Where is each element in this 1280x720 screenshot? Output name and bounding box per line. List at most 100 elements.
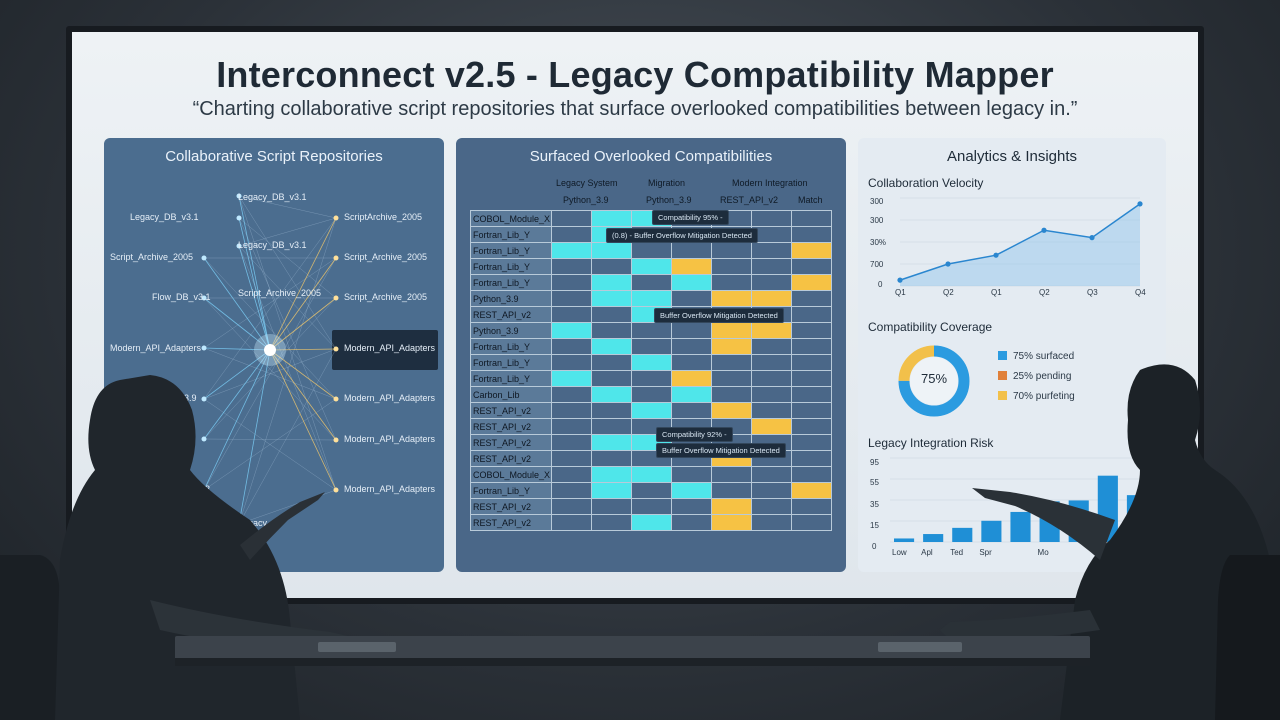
highlighted-node-box[interactable]: [332, 330, 438, 370]
risk-y-tick: 55: [870, 478, 879, 487]
coverage-center-label: 75%: [920, 371, 948, 386]
matrix-panel-title: Surfaced Overlooked Compatibilities: [529, 148, 773, 165]
network-node-label: Script_Archive_2005: [344, 252, 428, 262]
tooltip-buffer-overflow-1: (0.8) - Buffer Overflow Mitigation Detec…: [606, 228, 758, 243]
network-edge: [238, 245, 271, 351]
network-edge: [269, 349, 337, 400]
risk-y-tick: 0: [872, 542, 877, 551]
network-node: [333, 255, 339, 261]
matrix-cell-match[interactable]: [631, 258, 672, 275]
matrix-cell-partial[interactable]: [751, 322, 792, 339]
matrix-cell-match[interactable]: [591, 338, 632, 355]
network-node: [333, 295, 339, 301]
network-edge: [269, 297, 337, 351]
velocity-x-tick: Q2: [1039, 288, 1050, 297]
network-edge: [238, 217, 271, 351]
network-node-label: Modern_API_Adapters: [110, 343, 202, 353]
matrix-cell-partial[interactable]: [711, 338, 752, 355]
matrix-header-python-2: Python_3.9: [646, 195, 692, 205]
network-node: [333, 215, 339, 221]
network-edge: [203, 398, 337, 491]
matrix-row: REST_API_v2: [470, 450, 832, 467]
risk-title: Legacy Integration Risk: [868, 436, 994, 450]
matrix-cell[interactable]: [791, 514, 832, 531]
analytics-panel: Analytics & Insights Collaboration Veloc…: [858, 138, 1166, 572]
matrix-row: REST_API_v2: [470, 402, 832, 419]
matrix-panel: Surfaced Overlooked Compatibilities Lega…: [456, 138, 846, 572]
velocity-x-tick: Q3: [1087, 288, 1098, 297]
laptop-left: [318, 642, 396, 652]
matrix-cell-partial[interactable]: [711, 322, 752, 339]
velocity-y-tick: 300: [870, 197, 884, 206]
matrix-cell-match[interactable]: [551, 370, 592, 387]
network-node-label: Modern_API_Adapters: [344, 393, 436, 403]
matrix-row: Fortran_Lib_Y: [470, 482, 832, 499]
network-node: [333, 437, 339, 443]
coverage-legend-item: 75% surfaced: [998, 351, 1074, 362]
network-edge: [203, 297, 271, 351]
velocity-point: [945, 261, 951, 267]
matrix-cell-match[interactable]: [631, 514, 672, 531]
matrix-row-label: REST_API_v2: [470, 418, 552, 435]
network-edge: [269, 349, 337, 441]
matrix-cell-match[interactable]: [591, 434, 632, 451]
network-edge: [238, 195, 337, 350]
matrix-row: COBOL_Module_X: [470, 466, 832, 483]
matrix-row-label: Python_3.9: [470, 322, 552, 339]
matrix-cell-partial[interactable]: [791, 274, 832, 291]
matrix-header-match: Match: [798, 195, 823, 205]
matrix-cell-match[interactable]: [631, 466, 672, 483]
velocity-x-tick: Q1: [895, 288, 906, 297]
network-node: [333, 396, 339, 402]
legend-label: 70% purfeting: [1013, 391, 1075, 402]
network-node: [201, 396, 207, 402]
matrix-cell-partial[interactable]: [711, 514, 752, 531]
matrix-row: REST_API_v2: [470, 514, 832, 531]
network-node: [236, 215, 242, 221]
matrix-header-migration: Migration: [648, 178, 686, 188]
network-node: [333, 487, 339, 493]
network-node: [201, 436, 207, 442]
matrix-row-label: Fortran_Lib_Y: [470, 242, 552, 259]
network-node: [236, 243, 242, 249]
network-node-label: Legacy_DB_v3.1: [130, 212, 199, 222]
risk-bar: [952, 527, 973, 542]
velocity-area: [900, 203, 1140, 286]
coverage-legend-item: 25% pending: [998, 371, 1071, 382]
network-node: [201, 295, 207, 301]
tooltip-buffer-overflow-2: Buffer Overflow Mitigation Detected: [654, 308, 784, 323]
matrix-cell-partial[interactable]: [671, 258, 712, 275]
network-node-label: Script_Archive_2005: [238, 288, 322, 298]
network-node-label: Modern_API_Adapters: [344, 484, 436, 494]
matrix-cell-partial[interactable]: [791, 482, 832, 499]
left-chair: [0, 555, 60, 720]
velocity-point: [897, 277, 903, 283]
matrix-cell-partial[interactable]: [671, 370, 712, 387]
matrix-cell-match[interactable]: [631, 402, 672, 419]
legend-swatch: [998, 351, 1007, 360]
network-node: [201, 345, 207, 351]
velocity-title: Collaboration Velocity: [868, 176, 984, 190]
network-edge: [203, 347, 337, 400]
network-edge: [203, 297, 337, 441]
risk-bar: [923, 534, 944, 542]
network-edge: [203, 348, 337, 400]
network-edge: [238, 348, 337, 525]
risk-x-tick: Low: [892, 548, 907, 557]
network-node-label: Script_Archive_2005: [110, 252, 194, 262]
velocity-x-tick: Q1: [991, 288, 1002, 297]
network-node-label: Legacy_DB_v3.1: [238, 192, 307, 202]
matrix-row-label: Fortran_Lib_Y: [470, 370, 552, 387]
network-edge: [203, 438, 337, 441]
donut-slice: [898, 345, 970, 417]
network-edge: [238, 245, 337, 350]
tooltip-compatibility-95: Compatibility 95% -: [652, 210, 729, 225]
risk-y-tick: 95: [870, 458, 879, 467]
network-hub-node: [264, 344, 276, 356]
matrix-cell-match[interactable]: [591, 290, 632, 307]
network-graph: [201, 193, 339, 527]
matrix-row-label: REST_API_v2: [470, 434, 552, 451]
velocity-x-tick: Q2: [943, 288, 954, 297]
risk-x-tick: Mo: [1037, 548, 1049, 557]
network-edge: [203, 349, 271, 400]
